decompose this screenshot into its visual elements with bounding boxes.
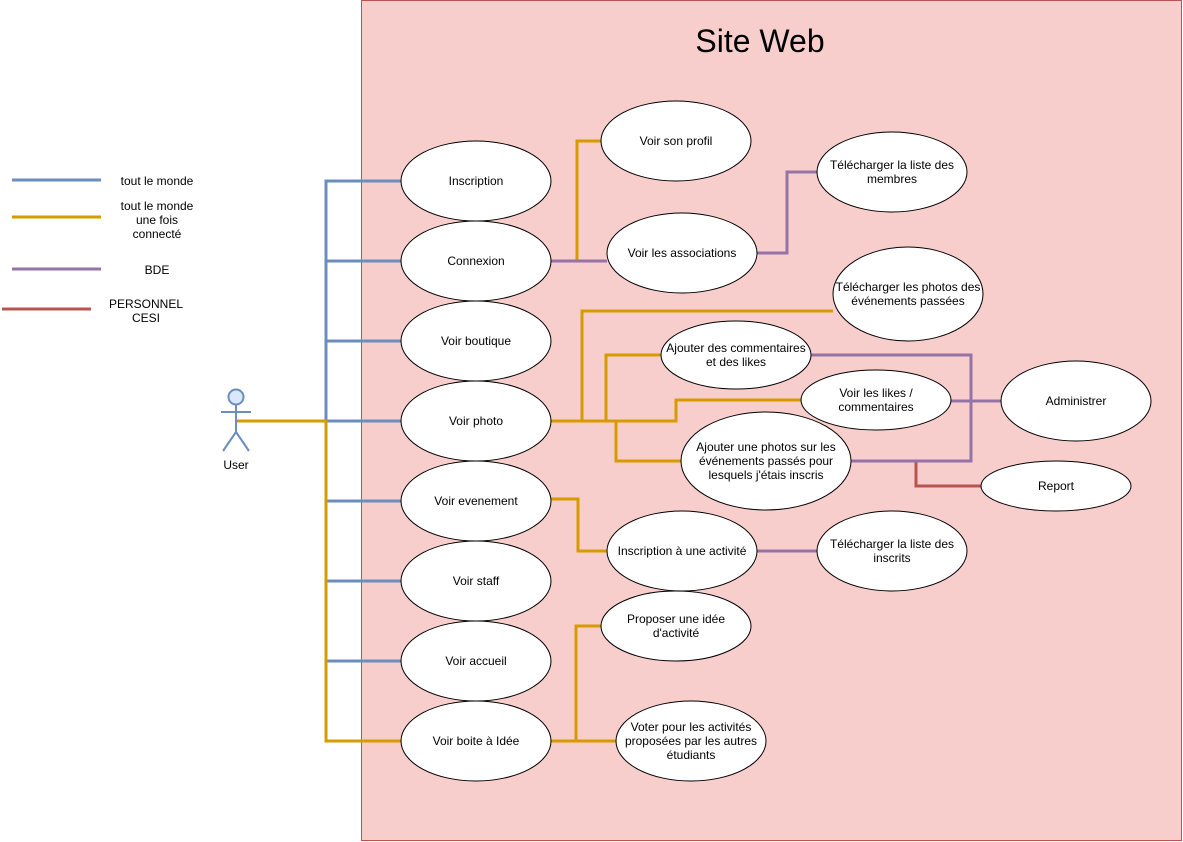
use-case-voir-accueil[interactable]: Voir accueil — [400, 620, 552, 702]
use-case-label-voir-profil: Voir son profil — [640, 134, 713, 148]
connector-voir-associations-to-telecharger-membres — [757, 170, 817, 255]
use-case-label-report: Report — [1038, 479, 1075, 493]
connector-ajouter-photos-to-administrer — [851, 401, 973, 463]
legend-item-everyone: tout le monde — [12, 174, 194, 188]
use-case-label-voir-associations: Voir les associations — [628, 246, 737, 260]
connector-voir-photo-to-ajouter-photos — [551, 419, 681, 463]
use-case-ellipse-administrer — [1000, 360, 1152, 442]
use-case-ellipse-voir-associations — [606, 212, 758, 294]
use-case-voir-photo[interactable]: Voir photo — [400, 380, 552, 462]
use-case-voir-likes[interactable]: Voir les likes /commentaires — [800, 369, 952, 431]
use-case-voir-staff[interactable]: Voir staff — [400, 540, 552, 622]
use-case-inscription[interactable]: Inscription — [400, 140, 552, 222]
use-case-ellipse-proposer-idee — [600, 590, 752, 662]
use-case-ellipse-report — [980, 460, 1132, 512]
use-case-connexion[interactable]: Connexion — [400, 220, 552, 302]
use-case-ellipse-voter-activites — [615, 700, 767, 782]
use-case-label-voir-boite-idee: Voir boite à Idée — [433, 734, 520, 748]
connector-voir-evenement-to-inscription-activite — [551, 497, 607, 553]
use-case-ellipse-voir-likes — [800, 369, 952, 431]
use-case-ellipse-telecharger-inscrits — [816, 510, 968, 592]
actor-name: User — [223, 458, 248, 472]
use-case-label-voir-staff: Voir staff — [453, 574, 500, 588]
system-title: Site Web — [695, 23, 824, 59]
use-case-label-inscription: Inscription — [449, 174, 504, 188]
legend-item-bde: BDE — [12, 263, 169, 277]
use-case-voir-associations[interactable]: Voir les associations — [606, 212, 758, 294]
use-case-voir-evenement[interactable]: Voir evenement — [400, 460, 552, 542]
connectors — [236, 139, 1001, 743]
use-case-ellipse-telecharger-photos — [832, 246, 984, 342]
use-case-label-administrer: Administrer — [1046, 394, 1107, 408]
use-case-label-voir-likes: Voir les likes /commentaires — [838, 386, 913, 414]
use-case-label-voir-evenement: Voir evenement — [434, 494, 518, 508]
use-case-label-voir-boutique: Voir boutique — [441, 334, 511, 348]
use-case-ellipse-telecharger-membres — [816, 131, 968, 213]
legend-label-everyone: tout le monde — [121, 174, 194, 188]
legend-label-bde: BDE — [145, 263, 170, 277]
use-case-inscription-activite[interactable]: Inscription à une activité — [606, 510, 758, 592]
actor-user[interactable]: User — [221, 388, 251, 473]
use-case-report[interactable]: Report — [980, 460, 1132, 512]
connector-actor-to-voir-boite-idee — [236, 419, 401, 743]
use-case-label-voir-photo: Voir photo — [449, 414, 503, 428]
use-case-label-connexion: Connexion — [447, 254, 504, 268]
use-case-voir-boite-idee[interactable]: Voir boite à Idée — [400, 700, 552, 782]
use-case-ellipse-voir-boite-idee — [400, 700, 552, 782]
use-case-ellipse-ajouter-commentaires — [660, 320, 812, 390]
use-case-voir-profil[interactable]: Voir son profil — [600, 100, 752, 182]
use-case-label-voir-accueil: Voir accueil — [445, 654, 506, 668]
use-case-ellipse-ajouter-photos — [680, 411, 852, 511]
use-case-label-inscription-activite: Inscription à une activité — [618, 544, 747, 558]
use-case-voir-boutique[interactable]: Voir boutique — [400, 300, 552, 382]
stick-figure-icon — [221, 388, 251, 452]
use-case-ellipse-voir-profil — [600, 100, 752, 182]
use-case-administrer[interactable]: Administrer — [1000, 360, 1152, 442]
